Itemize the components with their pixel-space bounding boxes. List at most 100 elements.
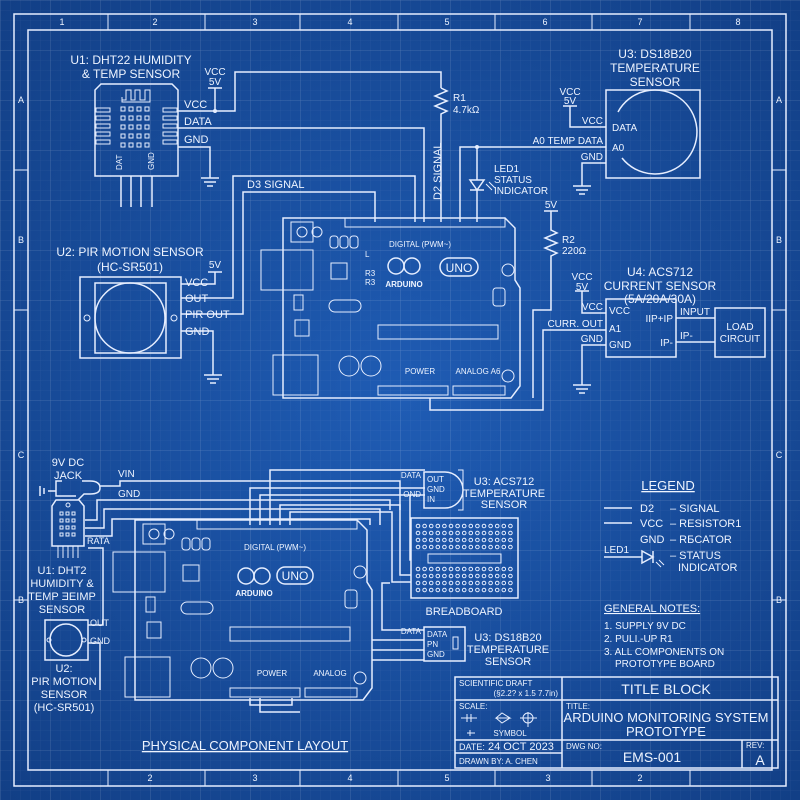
col-label: 2 <box>152 17 157 27</box>
outer-frame <box>13 13 787 787</box>
breadboard-hole <box>442 566 447 572</box>
col-label: 3 <box>252 773 257 783</box>
r1-name: R1 <box>453 93 466 104</box>
breadboard-hole <box>494 523 500 529</box>
rev-label: REV: <box>746 741 764 750</box>
breadboard-hole <box>428 530 434 536</box>
ds-pin-gnd: GND <box>427 650 445 659</box>
general-notes: GENERAL NOTES: 1. SUPPLY 9V DC 2. PULI.-… <box>604 603 724 670</box>
layout-u2-label: (HC-SR501) <box>34 702 95 714</box>
layout-u2-label: U2: <box>55 663 72 675</box>
layout-power-label: POWER <box>257 669 287 678</box>
ds-title: U3: DS18B20 <box>474 632 541 644</box>
u1-body-pin: GND <box>147 152 156 170</box>
breadboard-hole <box>461 580 467 586</box>
u1-body-pin: DAT <box>115 154 124 170</box>
acs-title: TEMPERATURE <box>463 488 545 500</box>
load-circuit: LOAD CIRCUIT <box>714 307 766 358</box>
breadboard-hole <box>481 566 487 572</box>
led1-status-indicator: LED1 STATUS INDICATOR <box>494 164 548 197</box>
acs-title: SENSOR <box>481 499 528 511</box>
u4-supply: 5V <box>576 282 589 293</box>
breadboard-hole <box>455 537 460 543</box>
u4-pin-a1: A1 <box>609 324 622 335</box>
layout-u2-out: OUT <box>90 618 110 628</box>
r2-supply: 5V <box>545 200 558 211</box>
ds-pin-pn: PN <box>427 640 438 649</box>
breadboard-hole <box>488 544 493 550</box>
layout-u2-label: SENSOR <box>41 689 88 701</box>
u4-supply: VCC <box>571 272 592 283</box>
title-block-heading: TITLE BLOCK <box>621 681 711 697</box>
r2-name: R2 <box>562 235 575 246</box>
u4-wire-gnd: GND <box>581 334 603 345</box>
breadboard-hole <box>448 537 454 543</box>
col-label: 1 <box>59 17 64 27</box>
col-label: 3 <box>545 773 550 783</box>
row-label: B <box>776 595 782 605</box>
u2-pin-vcc: VCC <box>185 277 208 289</box>
breadboard-hole <box>461 530 467 536</box>
bottom-column-labels: 2 3 4 5 3 2 <box>147 773 642 783</box>
u2-pir-sensor: U2: PIR MOTION SENSOR (HC-SR501) VCC OUT… <box>56 245 230 359</box>
breadboard-hole <box>442 537 447 543</box>
breadboard-hole <box>448 544 454 550</box>
dc-jack: 9V DC JACK VIN GND <box>39 457 140 501</box>
arduino-uno-board: DIGITAL (PWM~) ARDUINO UNO POWER ANALOG … <box>260 217 521 399</box>
legend-desc: – RESISTOR1 <box>670 518 741 530</box>
rev-value: A <box>755 752 765 768</box>
acs-wire-data: DATA <box>401 471 422 480</box>
load-label: LOAD <box>726 322 753 333</box>
draft-label: SCIENTIFIC DRAFT <box>459 679 532 688</box>
note-item: 1. SUPPLY 9V DC <box>604 621 686 632</box>
schematic-wires <box>178 71 715 411</box>
led-l-label: L <box>365 250 370 259</box>
breadboard-hole <box>468 544 474 550</box>
layout-analog-label: ANALOG <box>313 669 346 678</box>
layout-u2-label: PIR MOTION <box>31 676 96 688</box>
ds-wire-data: DATA <box>401 627 422 636</box>
layout-arduino-board: DIGITAL (PWM~) ARDUINO UNO POWER ANALOG <box>112 519 373 701</box>
row-label: B <box>18 595 24 605</box>
breadboard-hole <box>435 537 441 543</box>
col-label: 5 <box>444 17 449 27</box>
breadboard-hole <box>468 566 474 572</box>
breadboard-hole <box>481 523 487 529</box>
u4-title: CURRENT SENSOR <box>604 279 717 293</box>
u1-title: U1: DHT22 HUMIDITY <box>70 53 191 67</box>
breadboard-hole <box>475 573 480 579</box>
breadboard-hole <box>508 523 513 529</box>
r3-label: R3 <box>365 269 376 278</box>
breadboard-hole <box>422 530 427 536</box>
breadboard-hole <box>428 523 434 529</box>
col-label: 8 <box>735 17 740 27</box>
layout-uno-label: UNO <box>282 569 309 583</box>
load-label: CIRCUIT <box>720 334 761 345</box>
u4-pin-vcc: VCC <box>609 306 630 317</box>
breadboard-hole <box>455 573 460 579</box>
breadboard-hole <box>508 573 513 579</box>
breadboard-hole <box>468 537 474 543</box>
top-column-labels: 1 2 3 4 5 6 7 8 <box>59 17 740 27</box>
jack-vin-label: VIN <box>118 469 135 480</box>
dwg-number: EMS-001 <box>623 749 682 765</box>
breadboard-hole <box>481 544 487 550</box>
breadboard-hole <box>435 587 441 593</box>
col-label: 3 <box>252 17 257 27</box>
row-label: A <box>18 95 24 105</box>
u2-title: U2: PIR MOTION SENSOR <box>56 245 204 259</box>
legend-key: VCC <box>640 518 663 530</box>
breadboard-hole <box>475 530 480 536</box>
breadboard-hole <box>435 530 441 536</box>
digital-header-label: DIGITAL (PWM~) <box>389 240 451 249</box>
u2-title: (HC-SR501) <box>97 260 163 274</box>
breadboard-hole <box>435 523 441 529</box>
breadboard-hole <box>468 580 474 586</box>
legend-title: LEGEND <box>641 478 694 493</box>
breadboard-hole <box>428 566 434 572</box>
acs-title: U3: ACS712 <box>474 476 535 488</box>
breadboard-hole <box>488 537 493 543</box>
breadboard-hole <box>422 580 427 586</box>
breadboard-hole <box>501 544 507 550</box>
